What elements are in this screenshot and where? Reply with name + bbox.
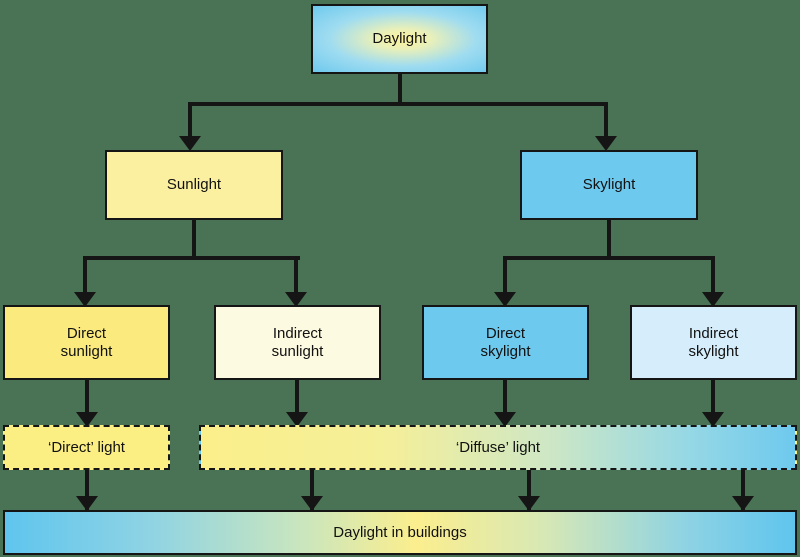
- arrowhead-direct-skylight-down: [494, 412, 516, 427]
- connector-sunlight-stem: [192, 220, 196, 258]
- connector-daylight-stem: [398, 74, 402, 104]
- connector-to-direct-sunlight: [83, 256, 87, 300]
- arrowhead-diffuse-light-down-2: [518, 496, 540, 511]
- node-indirect-skylight[interactable]: Indirect skylight: [630, 305, 797, 380]
- connector-skylight-stem: [607, 220, 611, 258]
- connector-to-indirect-sunlight: [294, 256, 298, 300]
- node-sunlight-label: Sunlight: [166, 176, 222, 194]
- node-direct-light-label: ‘Direct’ light: [48, 438, 125, 456]
- connector-indirect-sunlight-down: [295, 380, 299, 416]
- node-diffuse-light-label: ‘Diffuse’ light: [455, 438, 541, 456]
- node-skylight-label: Skylight: [582, 176, 636, 194]
- arrowhead-diffuse-light-down-1: [301, 496, 323, 511]
- node-skylight[interactable]: Skylight: [520, 150, 698, 220]
- connector-diffuse-light-down-1: [310, 470, 314, 510]
- node-indirect-sunlight[interactable]: Indirect sunlight: [214, 305, 381, 380]
- connector-diffuse-light-down-3: [741, 470, 745, 510]
- connector-direct-light-down: [85, 470, 89, 510]
- arrowhead-direct-sunlight-down: [76, 412, 98, 427]
- connector-direct-sunlight-down: [85, 380, 89, 416]
- node-daylight-in-buildings[interactable]: Daylight in buildings: [3, 510, 797, 555]
- node-daylight[interactable]: Daylight: [311, 4, 488, 74]
- node-direct-sunlight[interactable]: Direct sunlight: [3, 305, 170, 380]
- connector-to-indirect-skylight: [711, 256, 715, 300]
- arrowhead-to-indirect-sunlight: [285, 292, 307, 307]
- node-sunlight[interactable]: Sunlight: [105, 150, 283, 220]
- arrowhead-indirect-skylight-down: [702, 412, 724, 427]
- connector-to-sunlight: [188, 102, 192, 144]
- node-direct-skylight-label: Direct skylight: [480, 324, 531, 360]
- node-direct-sunlight-label: Direct sunlight: [60, 324, 113, 360]
- connector-to-direct-skylight: [503, 256, 507, 300]
- connector-skylight-bar: [505, 256, 715, 260]
- node-daylight-in-buildings-label: Daylight in buildings: [333, 523, 467, 541]
- arrowhead-to-direct-skylight: [494, 292, 516, 307]
- connector-sunlight-bar: [85, 256, 300, 260]
- node-indirect-skylight-label: Indirect skylight: [688, 324, 739, 360]
- node-direct-light[interactable]: ‘Direct’ light: [3, 425, 170, 470]
- node-direct-skylight[interactable]: Direct skylight: [422, 305, 589, 380]
- connector-direct-skylight-down: [503, 380, 507, 416]
- arrowhead-to-skylight: [595, 136, 617, 151]
- connector-indirect-skylight-down: [711, 380, 715, 416]
- connector-to-skylight: [604, 102, 608, 144]
- arrowhead-indirect-sunlight-down: [286, 412, 308, 427]
- arrowhead-direct-light-down: [76, 496, 98, 511]
- connector-diffuse-light-down-2: [527, 470, 531, 510]
- node-indirect-sunlight-label: Indirect sunlight: [271, 324, 324, 360]
- arrowhead-to-direct-sunlight: [74, 292, 96, 307]
- arrowhead-diffuse-light-down-3: [732, 496, 754, 511]
- node-diffuse-light[interactable]: ‘Diffuse’ light: [199, 425, 797, 470]
- arrowhead-to-indirect-skylight: [702, 292, 724, 307]
- node-daylight-label: Daylight: [372, 30, 427, 48]
- connector-daylight-bar: [190, 102, 608, 106]
- arrowhead-to-sunlight: [179, 136, 201, 151]
